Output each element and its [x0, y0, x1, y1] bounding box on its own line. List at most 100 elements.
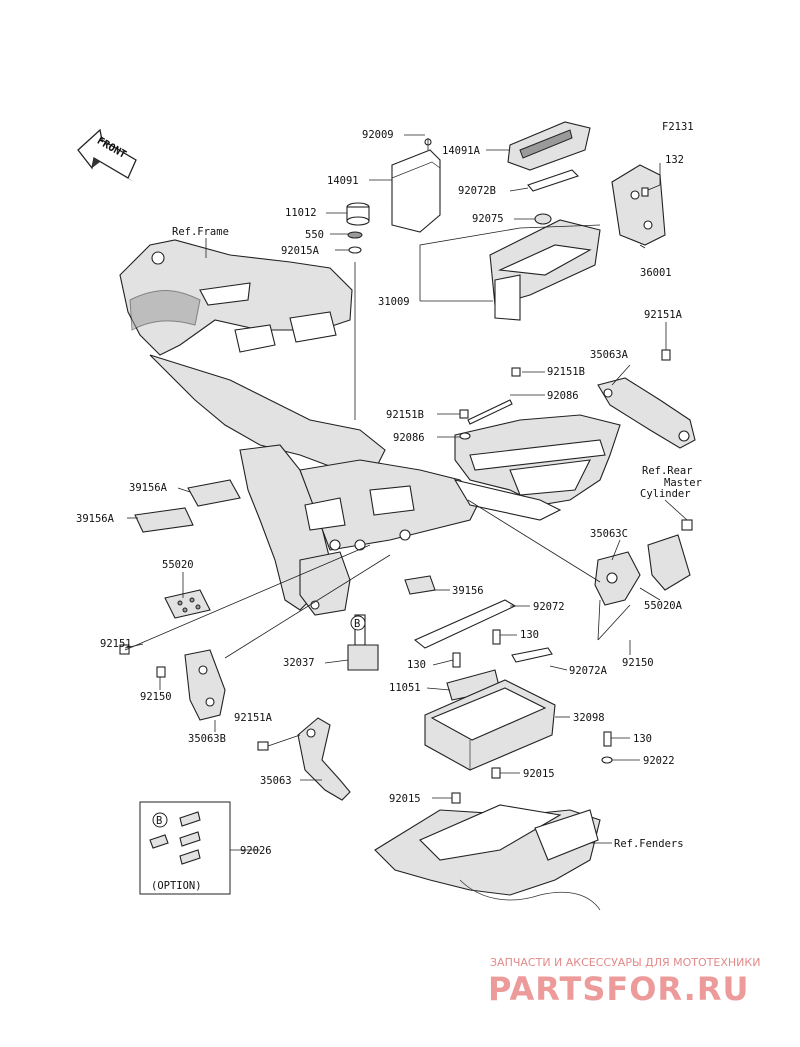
label-92072B: 92072B [458, 185, 496, 197]
label-92151B-2: 92151B [386, 409, 424, 421]
label-92015-1: 92015 [523, 768, 555, 780]
label-132: 132 [665, 154, 684, 166]
label-92086-2: 92086 [393, 432, 425, 444]
label-92151: 92151 [100, 638, 132, 650]
part-92072B [527, 169, 580, 192]
label-35063C: 35063C [590, 528, 628, 540]
option-marker: B [156, 815, 162, 827]
part-92072A [511, 647, 553, 663]
watermark-tagline: ЗАПЧАСТИ И АКСЕССУАРЫ ДЛЯ МОТОТЕХНИКИ [490, 956, 760, 969]
label-14091: 14091 [327, 175, 359, 187]
bolt-marker-icon [350, 615, 366, 631]
label-130-2: 130 [407, 659, 426, 671]
leader-lines [124, 134, 688, 851]
part-92086-1 [467, 399, 513, 425]
rear-fender [374, 804, 601, 911]
label-ref-rear-1: Ref.Rear [642, 465, 693, 477]
part-92086-2 [459, 432, 471, 440]
part-ref-rear-master-bolt [681, 519, 693, 531]
front-arrow-icon: FRONT [77, 128, 137, 182]
label-32098: 32098 [573, 712, 605, 724]
label-ref-rear-2: Master [664, 477, 702, 489]
label-92151A-top: 92151A [644, 309, 683, 321]
part-35063C [594, 551, 641, 606]
label-ref-fenders: Ref.Fenders [614, 838, 684, 850]
part-92150-left [156, 666, 166, 678]
part-32098 [424, 679, 556, 771]
part-35063A [597, 377, 696, 449]
part-35063 [297, 717, 351, 801]
option-label: (OPTION) [151, 880, 202, 892]
part-14091A [507, 121, 591, 171]
watermark-brand: PARTSFOR.RU [488, 970, 749, 1008]
label-130-3: 130 [633, 733, 652, 745]
part-55020A [647, 534, 691, 591]
part-92015A [348, 246, 362, 254]
label-35063A: 35063A [590, 349, 629, 361]
label-130-1: 130 [520, 629, 539, 641]
frame-assembly [119, 239, 481, 616]
label-39156: 39156 [452, 585, 484, 597]
label-92086-1: 92086 [547, 390, 579, 402]
part-92022 [601, 756, 613, 764]
part-39156 [404, 575, 436, 595]
label-14091A: 14091A [442, 145, 481, 157]
label-36001: 36001 [640, 267, 672, 279]
watermark: ЗАПЧАСТИ И АКСЕССУАРЫ ДЛЯ МОТОТЕХНИКИ PA… [488, 956, 760, 1008]
label-92150-right: 92150 [622, 657, 654, 669]
part-31009 [489, 219, 601, 321]
label-92150-left: 92150 [140, 691, 172, 703]
label-39156A-1: 39156A [129, 482, 168, 494]
part-92015-2 [451, 792, 461, 804]
part-39156A-2 [134, 507, 194, 533]
part-labels: 92009 14091A 132 14091 92072B 11012 9207… [76, 129, 702, 857]
part-130-1 [492, 629, 501, 645]
label-92072: 92072 [533, 601, 565, 613]
label-92072A: 92072A [569, 665, 608, 677]
label-11051: 11051 [389, 682, 421, 694]
label-55020: 55020 [162, 559, 194, 571]
label-55020A: 55020A [644, 600, 683, 612]
part-130-2 [452, 652, 461, 668]
part-55020 [164, 589, 211, 619]
part-92151B-2 [459, 409, 469, 419]
label-92015-2: 92015 [389, 793, 421, 805]
part-92151A-top [661, 349, 671, 361]
label-39156A-2: 39156A [76, 513, 115, 525]
label-ref-frame: Ref.Frame [172, 226, 229, 238]
label-35063B: 35063B [188, 733, 226, 745]
part-132 [641, 187, 649, 197]
part-14091 [391, 149, 441, 233]
label-32037: 32037 [283, 657, 315, 669]
part-550 [347, 231, 363, 239]
figure-code: F2131 [662, 121, 694, 133]
part-32037: B [347, 614, 379, 671]
part-35063B [184, 649, 226, 721]
part-11012 [346, 202, 370, 226]
label-35063: 35063 [260, 775, 292, 787]
part-92151A-low [257, 741, 269, 751]
label-92009: 92009 [362, 129, 394, 141]
label-92151B-1: 92151B [547, 366, 585, 378]
label-92075: 92075 [472, 213, 504, 225]
rear-subframe [453, 414, 621, 521]
part-92015-1 [491, 767, 501, 779]
label-92015A: 92015A [281, 245, 320, 257]
part-92151B-1 [511, 367, 521, 377]
part-92151 [119, 644, 130, 655]
option-marker-icon [152, 812, 168, 828]
label-92151A-low: 92151A [234, 712, 273, 724]
label-11012: 11012 [285, 207, 317, 219]
label-31009: 31009 [378, 296, 410, 308]
option-box: B (OPTION) [139, 801, 231, 895]
label-92022: 92022 [643, 755, 675, 767]
part-36001 [611, 164, 666, 246]
part-92075 [534, 213, 552, 225]
label-92026: 92026 [240, 845, 272, 857]
label-550: 550 [305, 229, 324, 241]
part-39156A-1 [187, 479, 241, 507]
bolt-marker: B [354, 618, 360, 630]
part-130-3 [603, 731, 612, 747]
label-ref-rear-3: Cylinder [640, 488, 691, 500]
